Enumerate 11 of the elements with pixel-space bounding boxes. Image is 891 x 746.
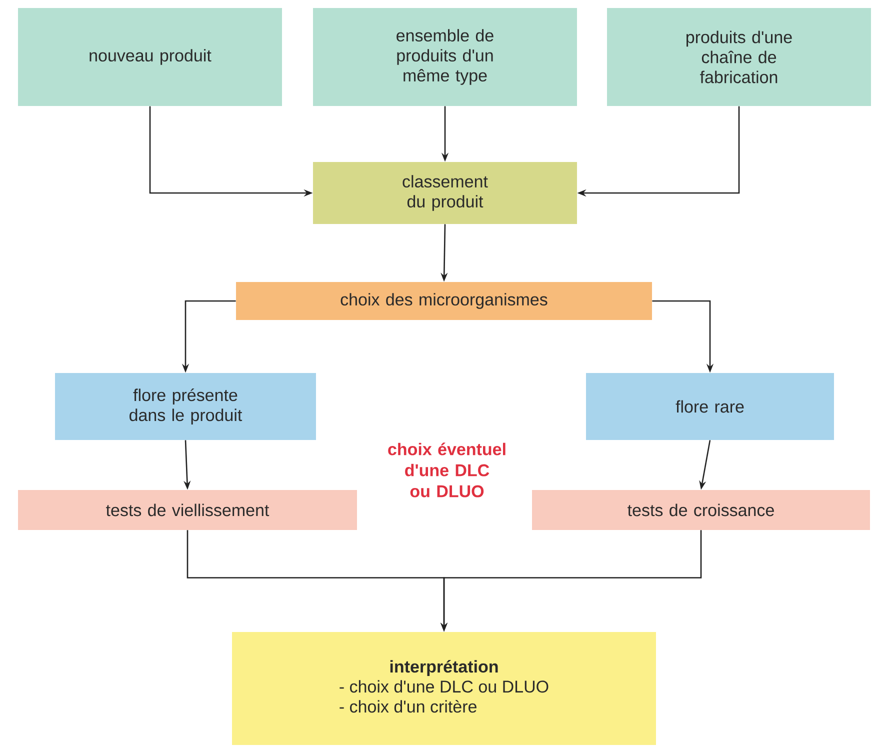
- process-box: interprétation - choix d'une DLC ou DLUO - choix d'un critère: [232, 632, 656, 745]
- process-box: flore rare: [586, 372, 834, 440]
- process-box: produits d'une chaîne de fabrication: [607, 8, 871, 106]
- process-box: choix des microorganismes: [236, 282, 652, 320]
- process-box: flore présente dans le produit: [55, 372, 316, 440]
- process-box: ensemble de produits d'un même type: [313, 8, 577, 106]
- note-text: choix éventuel d'une DLC ou DLUO: [388, 442, 506, 498]
- process-box: tests de viellissement: [18, 490, 357, 530]
- process-box: classement du produit: [313, 162, 577, 224]
- process-box: tests de croissance: [532, 490, 870, 530]
- process-box: nouveau produit: [18, 8, 282, 106]
